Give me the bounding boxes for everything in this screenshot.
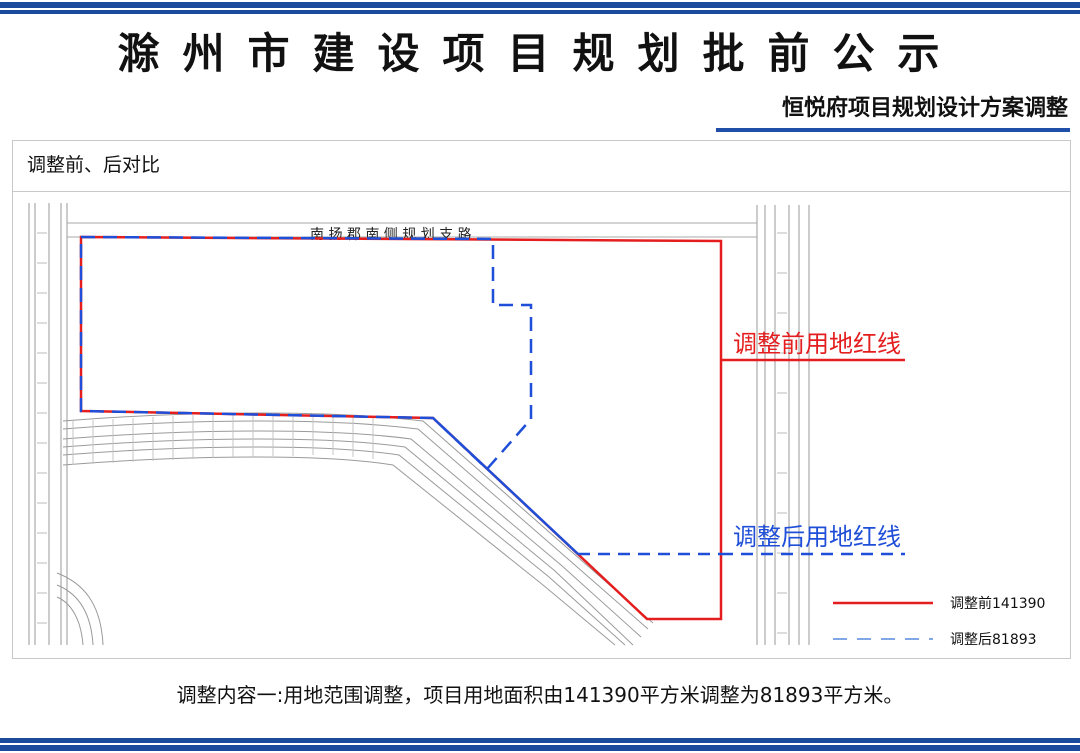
page-title: 滁州市建设项目规划批前公示: [117, 29, 963, 78]
top-stripe: [0, 0, 1080, 16]
panel-title: 调整前、后对比: [27, 154, 161, 176]
legend-before-label: 调整前141390: [950, 595, 1045, 612]
river-belt: [62, 412, 654, 646]
left-road: [28, 203, 68, 645]
after-label: 调整后用地红线: [733, 523, 901, 551]
road-label: 南 扬 郡 南 侧 规 划 支 路: [310, 227, 472, 243]
river-hatch: [72, 413, 374, 465]
adjustment-caption: 调整内容一:用地范围调整，项目用地面积由141390平方米调整为81893平方米…: [176, 683, 904, 707]
right-road-ticks: [777, 232, 787, 634]
curved-road: [56, 572, 104, 646]
site-plan-map: 南 扬 郡 南 侧 规 划 支 路 调整前用地红线 调整后用地红线 调整前141…: [28, 203, 1045, 648]
legend: 调整前141390 调整后81893: [833, 595, 1045, 648]
comparison-panel: 调整前、后对比: [12, 140, 1071, 659]
subtitle-underline: [716, 128, 1070, 132]
after-boundary: [79, 235, 533, 471]
legend-after-label: 调整后81893: [950, 632, 1037, 648]
project-subtitle: 恒悦府项目规划设计方案调整: [781, 96, 1068, 121]
after-boundary-south: [432, 417, 579, 555]
panel-header: 调整前、后对比: [13, 141, 1070, 192]
left-road-ticks: [37, 232, 47, 624]
right-road: [756, 205, 810, 645]
before-boundary: [79, 235, 723, 621]
bottom-stripe: [0, 735, 1080, 753]
before-label: 调整前用地红线: [733, 330, 901, 358]
